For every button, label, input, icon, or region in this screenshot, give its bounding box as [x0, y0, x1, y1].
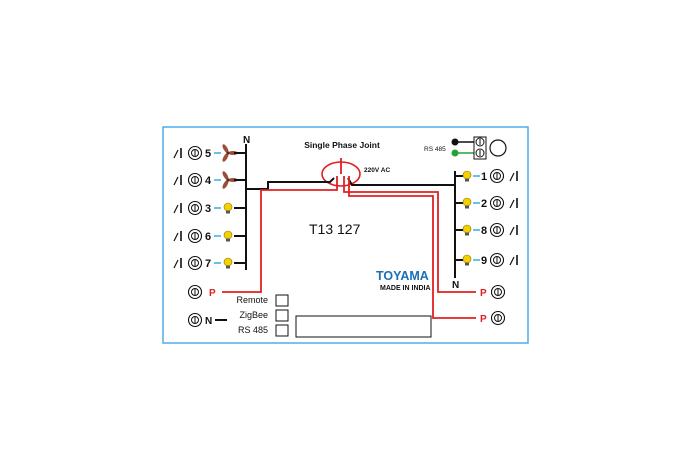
bulb-icon — [462, 224, 472, 236]
neutral-wire-left — [246, 177, 335, 190]
switch-icon — [173, 231, 182, 242]
phase-wire-right-1 — [343, 176, 476, 293]
screw-terminal — [187, 145, 203, 161]
bulb-icon — [462, 254, 472, 266]
rs485-top-label: RS 485 — [424, 146, 446, 153]
brand-tagline: MADE IN INDIA — [380, 285, 431, 292]
model-number: T13 127 — [309, 221, 361, 237]
channel-number: 1 — [481, 171, 487, 183]
option-checkbox-remote[interactable] — [275, 294, 289, 307]
screw-terminal — [489, 252, 505, 268]
screw-terminal — [489, 195, 505, 211]
switch-icon — [509, 198, 518, 209]
bulb-icon — [223, 230, 233, 242]
option-checkbox-zigbee[interactable] — [275, 309, 289, 322]
neutral-terminal — [187, 312, 203, 328]
option-label-rs485: RS 485 — [238, 325, 268, 335]
right-switch-rows: 1 2 8 9 — [455, 168, 518, 268]
phase-terminal-left — [187, 284, 203, 300]
bulb-icon — [462, 170, 472, 182]
screw-terminal — [187, 200, 203, 216]
phase-label-right-1: P — [480, 288, 487, 299]
channel-number: 2 — [481, 198, 487, 210]
phase-wire-left — [222, 176, 338, 293]
phase-wire-right-2 — [348, 176, 476, 319]
status-led — [489, 139, 507, 157]
option-checkbox-rs485[interactable] — [275, 324, 289, 337]
channel-number: 9 — [481, 255, 487, 267]
rs485-dot-green — [451, 149, 459, 157]
phase-label-right-2: P — [480, 314, 487, 325]
option-label-remote: Remote — [236, 295, 268, 305]
screw-terminal — [187, 255, 203, 271]
screw-terminal — [187, 228, 203, 244]
bulb-icon — [223, 202, 233, 214]
brand-name: TOYAMA — [376, 269, 429, 283]
option-label-zigbee: ZigBee — [239, 310, 268, 320]
screw-terminal — [489, 168, 505, 184]
channel-number: 4 — [205, 175, 212, 187]
channel-number: 8 — [481, 225, 487, 237]
screw-terminal — [187, 172, 203, 188]
switch-icon — [173, 258, 182, 269]
left-switch-rows: 5 4 3 6 7 — [173, 144, 246, 271]
switch-icon — [509, 255, 518, 266]
switch-icon — [173, 175, 182, 186]
channel-number: 7 — [205, 258, 211, 270]
phase-terminal-right-2 — [490, 310, 506, 326]
switch-icon — [509, 171, 518, 182]
neutral-label-left: N — [243, 135, 250, 146]
screw-terminal — [489, 222, 505, 238]
bulb-icon — [462, 197, 472, 209]
bulb-icon — [223, 257, 233, 269]
voltage-label: 220V AC — [364, 167, 390, 174]
channel-number: 3 — [205, 203, 211, 215]
neutral-label-right: N — [452, 280, 459, 291]
diagram-title: Single Phase Joint — [304, 140, 380, 150]
switch-icon — [509, 225, 518, 236]
display-window — [295, 315, 432, 338]
switch-icon — [173, 148, 182, 159]
phase-terminal-right-1 — [490, 284, 506, 300]
rs485-dot-black — [451, 138, 459, 146]
channel-number: 6 — [205, 231, 211, 243]
switch-icon — [173, 203, 182, 214]
neutral-label-terminal: N — [205, 316, 212, 327]
phase-label-left: P — [209, 288, 216, 299]
channel-number: 5 — [205, 148, 211, 160]
